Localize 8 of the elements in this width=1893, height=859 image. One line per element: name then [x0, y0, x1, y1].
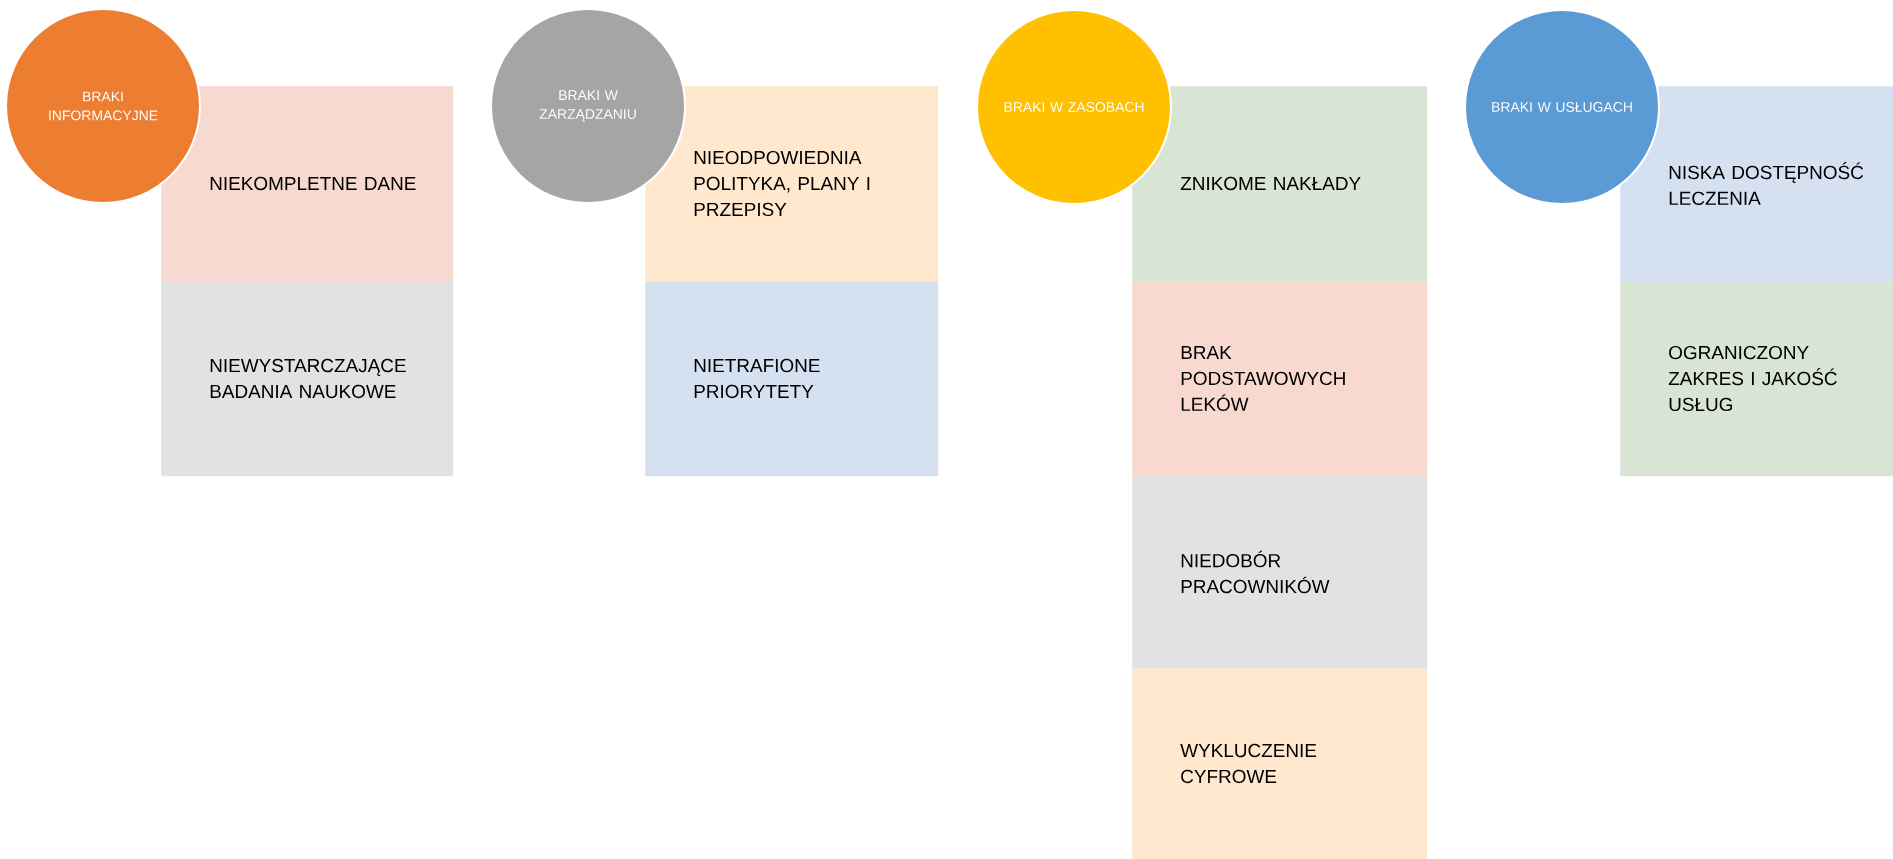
text-box: NIEDOBÓR PRACOWNIKÓW	[1132, 476, 1428, 669]
text-box: WYKLUCZENIE CYFROWE	[1132, 668, 1428, 859]
text-box: OGRANICZONY ZAKRES I JAKOŚĆ USŁUG	[1620, 281, 1893, 477]
text-box: NIEODPOWIEDNIA POLITYKA, PLANY I PRZEPISY	[645, 86, 939, 282]
text-box: NIETRAFIONE PRIORYTETY	[645, 281, 939, 477]
text-box: NIEWYSTARCZAJĄCE BADANIA NAUKOWE	[161, 281, 454, 477]
text-box: NIEKOMPLETNE DANE	[161, 86, 454, 282]
text-box: BRAK PODSTAWOWYCH LEKÓW	[1132, 281, 1428, 477]
